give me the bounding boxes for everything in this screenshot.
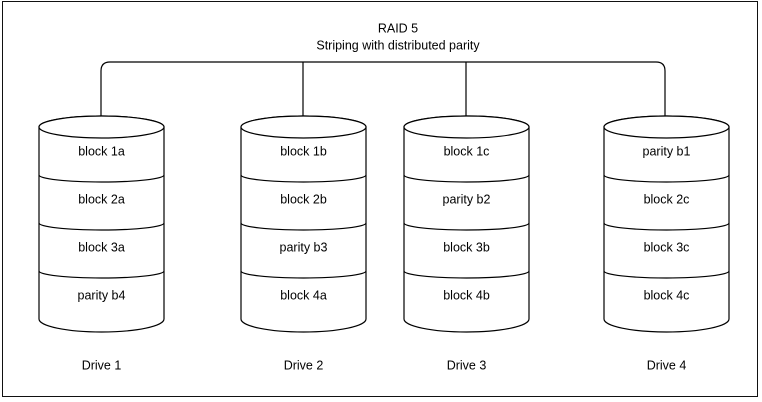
- block-label: parity b3: [280, 240, 328, 254]
- block-label: block 3b: [443, 240, 490, 254]
- block-label: block 2b: [280, 192, 327, 206]
- block-label: parity b2: [443, 192, 491, 206]
- block-divider: [603, 222, 730, 231]
- diagram-subtitle: Striping with distributed parity: [316, 38, 480, 52]
- block-divider: [38, 270, 165, 279]
- drive-label: Drive 4: [647, 358, 687, 372]
- block-divider: [38, 174, 165, 183]
- block-label: parity b4: [78, 288, 126, 302]
- drive-2[interactable]: block 1b block 2b parity b3 block 4a Drive 2: [240, 115, 367, 372]
- block-divider: [403, 174, 530, 183]
- block-label: block 3a: [78, 240, 125, 254]
- block-label: block 4b: [443, 288, 490, 302]
- block-label: block 2c: [644, 192, 690, 206]
- drive-3[interactable]: block 1c parity b2 block 3b block 4b Drive 3: [403, 115, 530, 372]
- drive-4[interactable]: parity b1 block 2c block 3c block 4c Drive 4: [603, 115, 730, 372]
- drive-label: Drive 2: [284, 358, 324, 372]
- block-divider: [403, 222, 530, 231]
- drive-label: Drive 3: [447, 358, 487, 372]
- block-label: block 3c: [644, 240, 690, 254]
- drive-label: Drive 1: [82, 358, 122, 372]
- block-divider: [403, 270, 530, 279]
- block-divider: [240, 174, 367, 183]
- cylinder-top-ellipse: [38, 115, 165, 139]
- block-label: block 4c: [644, 288, 690, 302]
- block-divider: [240, 270, 367, 279]
- cylinder-top-ellipse: [603, 115, 730, 139]
- cylinder-top-ellipse: [240, 115, 367, 139]
- controller-bus-connector: [100, 61, 666, 124]
- drive-1[interactable]: block 1a block 2a block 3a parity b4 Drive 1: [38, 115, 165, 372]
- block-divider: [603, 270, 730, 279]
- block-label: block 2a: [78, 192, 125, 206]
- block-divider: [38, 222, 165, 231]
- block-divider: [240, 222, 367, 231]
- block-label: block 1a: [78, 144, 125, 158]
- block-divider: [603, 174, 730, 183]
- block-label: block 1b: [280, 144, 327, 158]
- diagram-title: RAID 5: [378, 21, 418, 35]
- block-label: parity b1: [643, 144, 691, 158]
- drives-group: block 1a block 2a block 3a parity b4 Drive 1…: [38, 115, 730, 372]
- block-label: block 1c: [444, 144, 490, 158]
- cylinder-top-ellipse: [403, 115, 530, 139]
- block-label: block 4a: [280, 288, 327, 302]
